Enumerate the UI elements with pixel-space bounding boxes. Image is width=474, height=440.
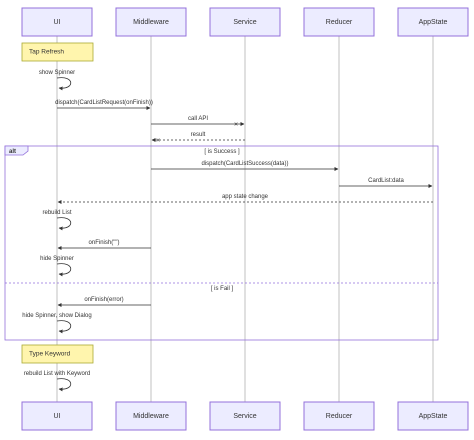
participant-ui-top: UI: [21, 7, 93, 37]
note-tap-refresh: Tap Refresh: [21, 42, 94, 62]
self-message-arrow: [56, 378, 72, 392]
participant-appstate-top: AppState: [397, 7, 469, 37]
alt-frame: [4, 145, 439, 341]
alt-label: alt: [4, 145, 29, 156]
participant-label: AppState: [419, 413, 448, 420]
participant-service-top: Service: [209, 7, 281, 37]
message-label: rebuild List with Keyword: [24, 371, 90, 377]
participant-middleware-bottom: Middleware: [115, 401, 187, 431]
participant-appstate-bottom: AppState: [397, 401, 469, 431]
message-label: dispatch(CardListSuccess(data)): [201, 161, 288, 167]
self-message-arrow: [56, 217, 72, 231]
message-label: result: [191, 132, 206, 138]
participant-label: Service: [233, 19, 256, 26]
participant-label: UI: [54, 19, 61, 26]
participant-label: AppState: [419, 19, 448, 26]
note-text: Type Keyword: [29, 351, 71, 358]
self-message-arrow: [56, 263, 72, 277]
participant-reducer-bottom: Reducer: [303, 401, 375, 431]
note-text: Tap Refresh: [29, 49, 64, 56]
async-x-icon: ×: [156, 138, 160, 145]
message-label: onFinish(error): [84, 297, 123, 303]
participant-label: Middleware: [133, 19, 169, 26]
participant-label: Middleware: [133, 413, 169, 420]
message-label: CardList:data: [368, 178, 404, 184]
participant-label: Service: [233, 413, 256, 420]
participant-label: UI: [54, 413, 61, 420]
self-message-arrow: [56, 77, 72, 91]
guard-fail: [ is Fail ]: [211, 286, 234, 292]
message-label: app state change: [222, 194, 269, 200]
message-label: rebuild List: [42, 210, 71, 216]
note-type-keyword: Type Keyword: [21, 344, 94, 364]
message-label: call API: [188, 116, 208, 122]
message-label: onFinish(""): [89, 240, 120, 246]
participant-middleware-top: Middleware: [115, 7, 187, 37]
participant-ui-bottom: UI: [21, 401, 93, 431]
participant-label: Reducer: [326, 413, 353, 420]
message-label: hide Spinner, show Dialog: [22, 313, 91, 319]
self-message-arrow: [56, 320, 72, 334]
guard-success: [ is Success ]: [204, 149, 240, 155]
participant-reducer-top: Reducer: [303, 7, 375, 37]
message-label: dispatch(CardListRequest(onFinish)): [55, 100, 153, 106]
participant-label: Reducer: [326, 19, 353, 26]
participant-service-bottom: Service: [209, 401, 281, 431]
alt-label-text: alt: [9, 149, 16, 155]
async-x-icon: ×: [234, 122, 238, 129]
message-label: hide Spinner: [40, 256, 74, 262]
message-label: show Spinner: [39, 70, 75, 76]
